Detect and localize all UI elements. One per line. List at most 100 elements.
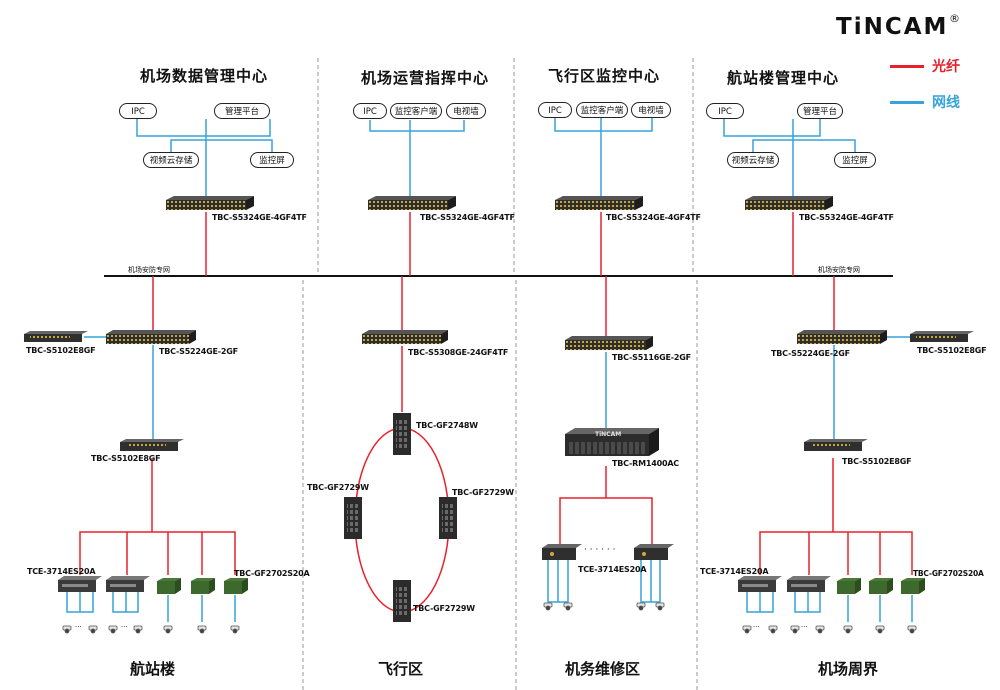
camera-icon xyxy=(230,625,240,634)
camera-icon xyxy=(197,625,207,634)
t-converter-1 xyxy=(157,578,181,594)
oc-client-node: 监控客户端 xyxy=(390,103,442,119)
p-converter-1 xyxy=(837,578,861,594)
camera-icon xyxy=(907,625,917,634)
p-side-switch-label: TBC-S5102E8GF xyxy=(917,346,987,355)
title-ops-center: 机场运营指挥中心 xyxy=(361,69,490,87)
camera-icon xyxy=(742,625,752,634)
camera-icon xyxy=(108,625,118,634)
dc-mgmt-platform-node: 管理平台 xyxy=(214,103,270,119)
af-ring-top-label: TBC-GF2748W xyxy=(416,421,478,430)
p-converter-2 xyxy=(869,578,893,594)
dc-monitor-screen-node: 监控屏 xyxy=(250,152,294,168)
title-airside-center: 飞行区监控中心 xyxy=(548,67,661,85)
ac-net-bus xyxy=(554,118,653,132)
p-converter-label: TBC-GF2702S20A xyxy=(913,569,984,578)
oc-net-bus xyxy=(369,120,465,132)
camera-icons xyxy=(62,602,917,634)
t-fiber-bus xyxy=(79,531,236,575)
t-side-switch xyxy=(24,331,88,342)
legend-item-fiber: 光纤 xyxy=(890,58,990,75)
af-ring-top xyxy=(393,413,411,455)
t-camera-ellipsis-1: ··· xyxy=(75,623,82,631)
dc-core-switch xyxy=(166,196,254,210)
area-terminal-label: 航站楼 xyxy=(130,660,176,678)
ac-client-node: 监控客户端 xyxy=(576,102,628,118)
dc-ipc-node: IPC xyxy=(119,103,157,119)
dc-cloud-storage-node: 视频云存储 xyxy=(143,152,199,168)
t-side-switch-label: TBC-S5102E8GF xyxy=(26,346,96,355)
t-encoder-1 xyxy=(58,576,102,592)
backbone-label-left: 机场安防专网 xyxy=(128,266,170,274)
m-encoder-2 xyxy=(634,544,674,560)
m-dots: · · · · · · xyxy=(584,545,616,555)
af-ring-right xyxy=(439,497,457,539)
tc-core-switch xyxy=(745,196,833,210)
tc-net-bus-bottom xyxy=(752,139,856,152)
m-chassis xyxy=(565,428,659,456)
t-core-switch-label: TBC-S5224GE-2GF xyxy=(159,347,238,356)
ac-switch-label: TBC-S5324GE-4GF4TF xyxy=(606,213,701,222)
t-core-switch xyxy=(106,330,196,344)
registered-mark: ® xyxy=(949,12,960,25)
legend-label-fiber: 光纤 xyxy=(932,59,960,75)
m-switch xyxy=(565,336,653,350)
area-airfield-label: 飞行区 xyxy=(378,660,424,678)
af-ring-left xyxy=(344,497,362,539)
p-camera-ellipsis-2: ··· xyxy=(801,623,808,631)
camera-icon xyxy=(768,625,778,634)
camera-icon xyxy=(843,625,853,634)
oc-switch-label: TBC-S5324GE-4GF4TF xyxy=(420,213,515,222)
camera-icon xyxy=(636,602,646,611)
p-core-switch-label: TBC-S5224GE-2GF xyxy=(771,349,850,358)
af-ring-bottom-label: TBC-GF2729W xyxy=(413,604,475,613)
camera-icon xyxy=(815,625,825,634)
m-encoder-label: TCE-3714ES20A xyxy=(578,565,647,574)
camera-icon xyxy=(88,625,98,634)
af-core-switch-label: TBC-S5308GE-24GF4TF xyxy=(408,348,509,357)
legend-label-ethernet: 网线 xyxy=(932,95,960,111)
brand-logo: TiNCAM ® xyxy=(836,12,964,48)
oc-ipc-node: IPC xyxy=(353,103,387,119)
af-ring-right-label: TBC-GF2729W xyxy=(452,488,514,497)
m-fiber-bus xyxy=(559,497,653,547)
area-maintenance-label: 机务维修区 xyxy=(565,660,641,678)
t-converter-3 xyxy=(224,578,248,594)
area-perimeter-label: 机场周界 xyxy=(818,660,879,678)
backbone-label-right: 机场安防专网 xyxy=(818,266,860,274)
camera-icon xyxy=(563,602,573,611)
p-side-switch xyxy=(910,331,974,342)
t-access-switch xyxy=(120,439,184,451)
camera-icon xyxy=(163,625,173,634)
title-terminal-center: 航站楼管理中心 xyxy=(727,69,840,87)
oc-video-wall-node: 电视墙 xyxy=(446,103,486,119)
af-ring-bottom xyxy=(393,580,411,622)
m-chassis-brand: TiNCAM xyxy=(595,431,622,438)
legend-item-ethernet: 网线 xyxy=(890,94,990,111)
m-encoder-1 xyxy=(542,544,582,560)
dc-net-bus-bottom xyxy=(170,139,273,152)
p-core-switch xyxy=(797,330,887,344)
camera-icon xyxy=(875,625,885,634)
camera-icon xyxy=(655,602,665,611)
camera-icon xyxy=(62,625,72,634)
p-camera-ellipsis-1: ··· xyxy=(753,623,760,631)
t-converter-label: TBC-GF2702S20A xyxy=(234,569,310,578)
m-switch-label: TBC-S5116GE-2GF xyxy=(612,353,691,362)
fiber-swatch xyxy=(890,65,924,68)
t-encoder-2 xyxy=(106,576,150,592)
tc-net-bus-top xyxy=(723,119,821,137)
p-encoder-1 xyxy=(738,576,782,592)
p-encoder-2 xyxy=(787,576,831,592)
legend: 光纤 网线 xyxy=(890,58,990,118)
m-chassis-label: TBC-RM1400AC xyxy=(612,459,679,468)
t-converter-2 xyxy=(191,578,215,594)
t-encoder-label: TCE-3714ES20A xyxy=(27,567,96,576)
dc-switch-label: TBC-S5324GE-4GF4TF xyxy=(212,213,307,222)
camera-icon xyxy=(790,625,800,634)
camera-icon xyxy=(133,625,143,634)
p-fiber-bus xyxy=(759,531,913,575)
tc-cloud-storage-node: 视频云存储 xyxy=(727,152,779,168)
